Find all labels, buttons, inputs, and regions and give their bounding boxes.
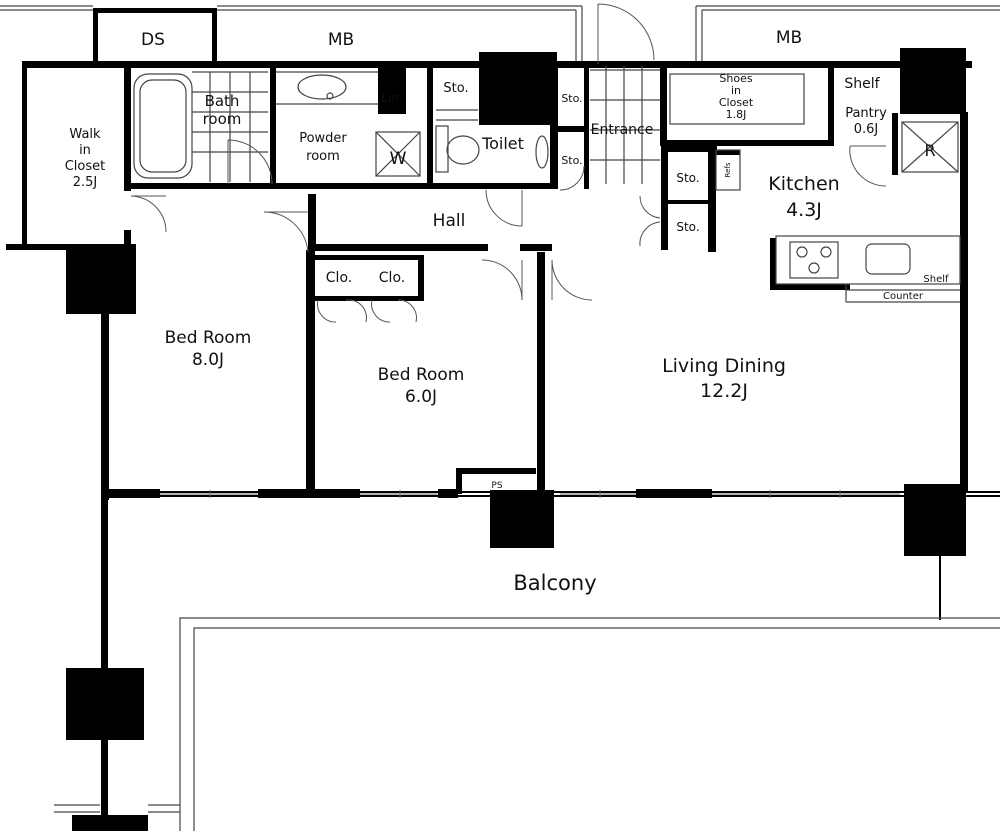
label-bedroom-8-1: Bed Room: [165, 328, 252, 348]
label-shoes-closet-3: Closet: [719, 96, 754, 109]
top-ducts: [0, 5, 1000, 66]
label-entrance: Entrance: [591, 122, 654, 138]
label-walk-in-closet-3: Closet: [65, 159, 106, 174]
label-pantry-1: Pantry: [845, 106, 887, 121]
label-balcony: Balcony: [513, 571, 596, 595]
label-walk-in-closet-4: 2.5J: [73, 175, 98, 190]
label-lin: Lin.: [381, 91, 402, 105]
label-sto-b: Sto.: [561, 154, 582, 167]
label-living-2: 12.2J: [700, 380, 748, 402]
label-bedroom-6-1: Bed Room: [378, 365, 465, 385]
label-powder-2: room: [306, 149, 340, 164]
label-sto-d: Sto.: [676, 220, 699, 234]
label-bedroom-8-2: 8.0J: [192, 350, 224, 370]
labels: DS MB MB Walk in Closet 2.5J Bath room P…: [65, 28, 949, 595]
label-shelf-counter: Shelf: [923, 274, 949, 285]
label-living-1: Living Dining: [662, 355, 786, 377]
label-refs: Refs: [724, 162, 732, 177]
doors: [130, 139, 887, 323]
label-fridge: R: [924, 141, 935, 160]
label-counter: Counter: [883, 291, 924, 302]
label-sto-a: Sto.: [561, 92, 582, 105]
walls: [6, 48, 972, 500]
label-pantry-2: 0.6J: [854, 122, 879, 137]
label-clo-1: Clo.: [326, 270, 352, 286]
label-mb-right: MB: [776, 28, 802, 48]
label-shoes-closet-1: Shoes: [719, 72, 752, 85]
fixtures: [133, 3, 961, 303]
facade: [54, 489, 1000, 831]
label-toilet: Toilet: [481, 134, 524, 153]
label-shelf-top: Shelf: [844, 76, 880, 92]
label-shoes-closet-4: 1.8J: [726, 108, 747, 121]
label-bath-1: Bath: [205, 92, 240, 110]
label-walk-in-closet-1: Walk: [69, 127, 101, 142]
label-hall: Hall: [433, 211, 466, 231]
label-sto-c: Sto.: [676, 171, 699, 185]
label-washer: W: [390, 149, 407, 169]
label-bath-2: room: [203, 110, 242, 128]
label-powder-1: Powder: [299, 131, 347, 146]
label-sto-top: Sto.: [443, 81, 468, 96]
label-mb-left: MB: [328, 30, 354, 50]
label-walk-in-closet-2: in: [79, 143, 91, 158]
label-bedroom-6-2: 6.0J: [405, 387, 437, 407]
label-kitchen-1: Kitchen: [768, 173, 839, 195]
label-ps: PS: [491, 481, 502, 491]
label-shoes-closet-2: in: [731, 84, 741, 97]
label-clo-2: Clo.: [379, 270, 405, 286]
label-ds: DS: [141, 30, 165, 50]
label-kitchen-2: 4.3J: [786, 199, 822, 221]
